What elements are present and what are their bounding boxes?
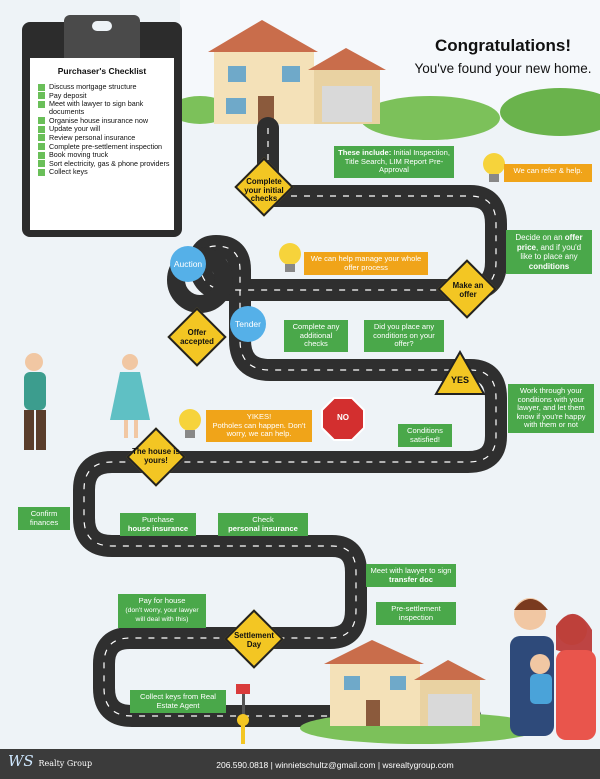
checkbox-icon: [38, 168, 45, 176]
yes-warning-sign: [434, 350, 486, 395]
checkbox-icon: [38, 151, 45, 159]
sign-label-yes: YES: [450, 375, 469, 385]
sign-label-house-yours: The house is yours!: [132, 447, 180, 465]
checklist-item: Update your will: [38, 125, 174, 133]
sign-label-complete-checks: Complete your initial checks: [244, 177, 284, 203]
lightbulb-icon: [483, 153, 505, 182]
celebrating-couple-image: [24, 353, 150, 450]
callout-collect-keys: Collect keys from Real Estate Agent: [130, 690, 226, 714]
sign-label-no: NO: [337, 413, 349, 422]
checkbox-icon: [38, 100, 45, 108]
checkbox-icon: [38, 134, 45, 142]
callout-place-conditions: Did you place any conditions on your off…: [364, 320, 444, 352]
callout-refer-help: We can refer & help.: [504, 164, 592, 182]
callout-work-through: Work through your conditions with your l…: [508, 384, 594, 433]
auction-badge: Auction: [170, 246, 206, 282]
clipboard-paper: [30, 58, 174, 230]
callout-pre-settlement: Pre-settlement inspection: [376, 602, 456, 626]
checklist-item: Book moving truck: [38, 151, 174, 159]
checkbox-icon: [38, 160, 45, 168]
checklist-item: Review personal insurance: [38, 133, 174, 142]
sign-label-offer-accepted: Offer accepted: [180, 328, 214, 346]
callout-meet-lawyer: Meet with lawyer to sign transfer doc: [366, 564, 456, 588]
checklist-item: Meet with lawyer to sign bank documents: [38, 100, 174, 116]
callout-conditions-satisfied: Conditions satisfied!: [398, 424, 452, 448]
sign-label-make-offer: Make an offer: [452, 281, 484, 299]
callout-decide-offer: Decide on an offer price, and if you'd l…: [506, 230, 592, 274]
checkbox-icon: [38, 143, 45, 151]
headline-subtitle: You've found your new home.: [414, 61, 592, 76]
checklist-item: Discuss mortgage structure: [38, 83, 174, 91]
callout-pay-house: Pay for house(don't worry, your lawyer w…: [118, 594, 206, 628]
lightbulb-icon: [279, 243, 301, 272]
checkbox-icon: [38, 125, 45, 133]
callout-yikes: YIKES!Potholes can happen. Don't worry, …: [206, 410, 312, 442]
top-house-image: [208, 20, 386, 124]
checklist-item: Complete pre-settlement inspection: [38, 142, 174, 151]
tender-badge: Tender: [230, 306, 266, 342]
checklist-title: Purchaser's Checklist: [57, 66, 147, 76]
footer-contact: 206.590.0818 | winnietschultz@gmail.com …: [216, 760, 454, 770]
footer-bar: [0, 749, 600, 779]
checkbox-icon: [38, 83, 45, 91]
callout-additional-checks: Complete any additional checks: [284, 320, 348, 352]
checkbox-icon: [38, 92, 45, 100]
family-image: [510, 598, 596, 740]
checklist-item: Organise house insurance now: [38, 116, 174, 125]
checklist-item: Collect keys: [38, 168, 174, 176]
clipboard-hole: [92, 21, 112, 31]
callout-confirm-finances: Confirm finances: [18, 507, 70, 531]
checklist: Discuss mortgage structure Pay deposit M…: [38, 83, 174, 177]
callout-these-include: These include: Initial Inspection, Title…: [334, 146, 454, 178]
sign-label-settlement-day: Settlement Day: [234, 631, 274, 649]
callout-manage-offer: We can help manage your whole offer proc…: [304, 252, 428, 276]
bottom-house-image: [300, 640, 540, 744]
lightbulb-icon: [179, 409, 201, 438]
brand-logo: WS Realty Group: [8, 752, 93, 770]
checklist-item: Pay deposit: [38, 91, 174, 100]
checkbox-icon: [38, 117, 45, 125]
headline-title: Congratulations!: [435, 36, 571, 55]
checklist-item: Sort electricity, gas & phone providers: [38, 159, 174, 168]
